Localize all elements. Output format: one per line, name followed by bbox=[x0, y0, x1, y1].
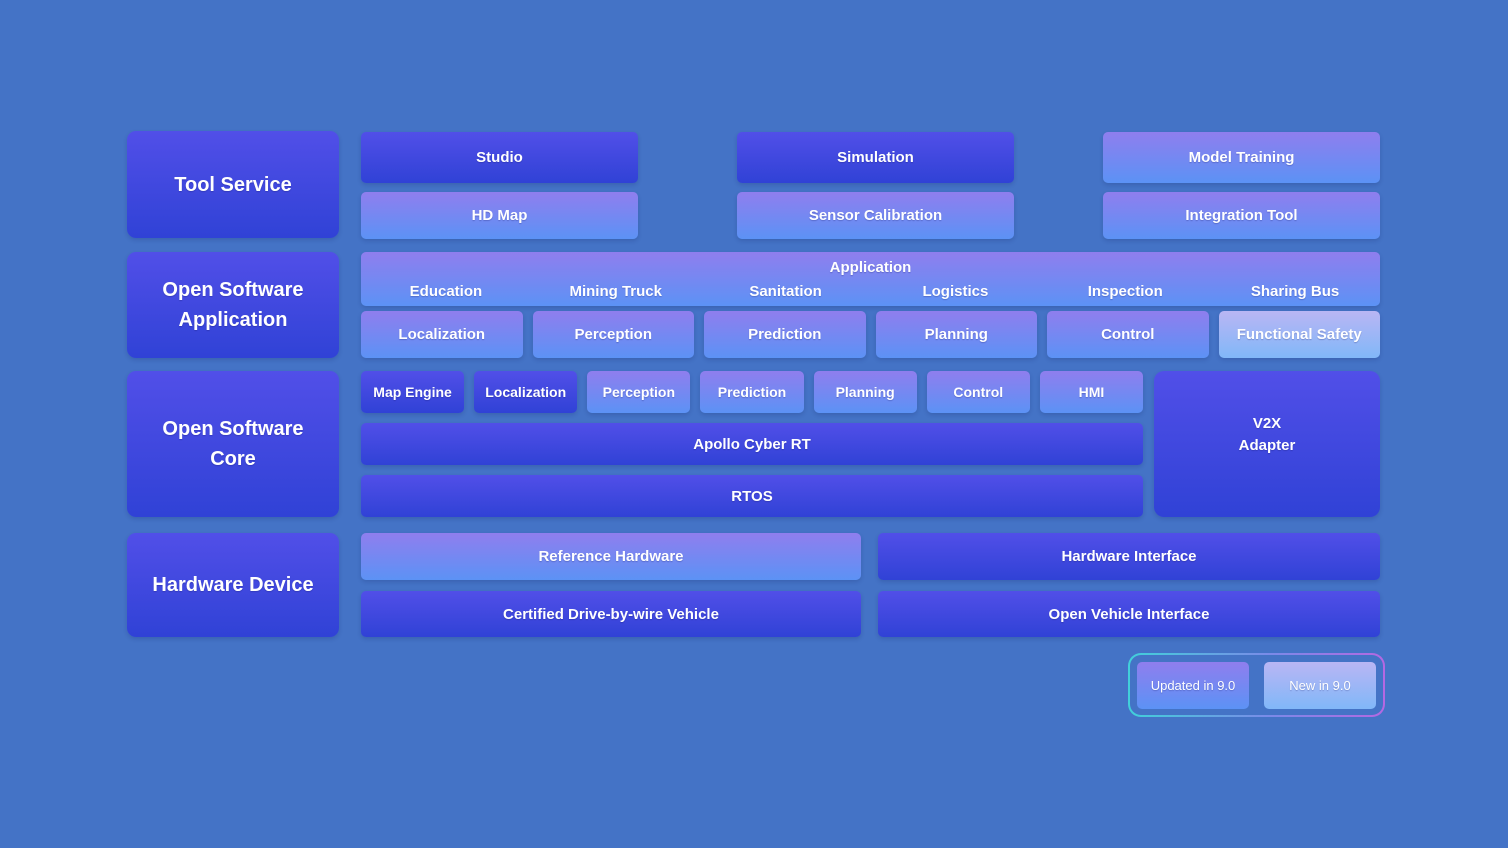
side-tool-service-label: Tool Service bbox=[174, 173, 292, 196]
side-open-software-core: Open Software Core bbox=[127, 371, 339, 517]
box-integration-tool: Integration Tool bbox=[1103, 192, 1380, 239]
side-tool-service: Tool Service bbox=[127, 131, 339, 238]
box-simulation: Simulation bbox=[737, 132, 1014, 183]
box-hmi: HMI bbox=[1039, 371, 1143, 413]
box-app-localization: Localization bbox=[361, 311, 523, 358]
box-app-prediction: Prediction bbox=[704, 311, 866, 358]
v2x-line2: Adapter bbox=[1238, 437, 1296, 454]
app-domain-sharing-bus: Sharing Bus bbox=[1250, 283, 1340, 300]
box-core-planning: Planning bbox=[813, 371, 917, 413]
legend-new-swatch: New in 9.0 bbox=[1264, 661, 1376, 709]
legend-inner: Updated in 9.0 New in 9.0 bbox=[1130, 655, 1383, 715]
application-modules-row: Localization Perception Prediction Plann… bbox=[361, 311, 1380, 358]
legend: Updated in 9.0 New in 9.0 bbox=[1128, 653, 1385, 717]
application-bar: Application Education Mining Truck Sanit… bbox=[361, 252, 1380, 306]
box-model-training: Model Training bbox=[1103, 132, 1380, 183]
side-open-software-core-label: Open Software Core bbox=[162, 418, 304, 470]
box-hd-map: HD Map bbox=[361, 192, 638, 239]
side-open-software-application-label: Open Software Application bbox=[162, 279, 304, 331]
box-hardware-interface: Hardware Interface bbox=[878, 533, 1380, 580]
application-bar-title: Application bbox=[829, 259, 912, 276]
box-core-localization: Localization bbox=[474, 371, 578, 413]
app-domain-inspection: Inspection bbox=[1087, 283, 1163, 300]
box-certified-drive-by-wire-vehicle: Certified Drive-by-wire Vehicle bbox=[361, 591, 861, 637]
legend-updated-swatch: Updated in 9.0 bbox=[1137, 661, 1249, 709]
side-hardware-device-label: Hardware Device bbox=[152, 574, 314, 596]
box-core-prediction: Prediction bbox=[700, 371, 804, 413]
app-domain-mining-truck: Mining Truck bbox=[569, 283, 662, 300]
side-hardware-device: Hardware Device bbox=[127, 533, 339, 637]
box-core-perception: Perception bbox=[587, 371, 691, 413]
app-domain-logistics: Logistics bbox=[922, 283, 989, 300]
box-reference-hardware: Reference Hardware bbox=[361, 533, 861, 580]
box-app-planning: Planning bbox=[875, 311, 1037, 358]
box-rtos: RTOS bbox=[361, 475, 1143, 517]
app-domain-sanitation: Sanitation bbox=[749, 283, 822, 300]
side-open-software-application: Open Software Application bbox=[127, 252, 339, 358]
box-app-perception: Perception bbox=[532, 311, 694, 358]
box-apollo-cyber-rt: Apollo Cyber RT bbox=[361, 423, 1143, 465]
box-open-vehicle-interface: Open Vehicle Interface bbox=[878, 591, 1380, 637]
box-sensor-calibration: Sensor Calibration bbox=[737, 192, 1014, 239]
core-modules-row: Map Engine Localization Perception Predi… bbox=[361, 371, 1143, 413]
box-studio: Studio bbox=[361, 132, 638, 183]
box-functional-safety: Functional Safety bbox=[1218, 311, 1380, 358]
box-v2x-adapter: V2X Adapter bbox=[1154, 371, 1380, 517]
box-core-control: Control bbox=[926, 371, 1030, 413]
box-map-engine: Map Engine bbox=[361, 371, 465, 413]
app-domain-education: Education bbox=[409, 283, 483, 300]
box-app-control: Control bbox=[1047, 311, 1209, 358]
application-domains: Education Mining Truck Sanitation Logist… bbox=[361, 277, 1380, 306]
v2x-line1: V2X bbox=[1252, 414, 1282, 432]
